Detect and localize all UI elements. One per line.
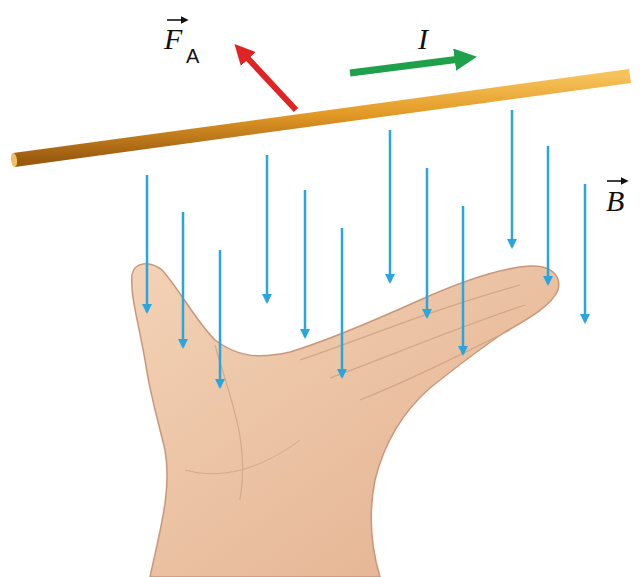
left-hand xyxy=(132,264,559,577)
vector-arrow xyxy=(607,180,627,182)
force-subscript: A xyxy=(186,46,199,66)
field-symbol: B xyxy=(606,186,624,216)
field-arrows xyxy=(147,110,585,387)
force-symbol: F xyxy=(164,24,182,54)
force-arrow xyxy=(240,50,296,110)
vector-arrow xyxy=(167,19,187,21)
current-arrow xyxy=(350,58,468,73)
conductor-rod xyxy=(10,76,630,167)
current-symbol: I xyxy=(418,24,428,54)
